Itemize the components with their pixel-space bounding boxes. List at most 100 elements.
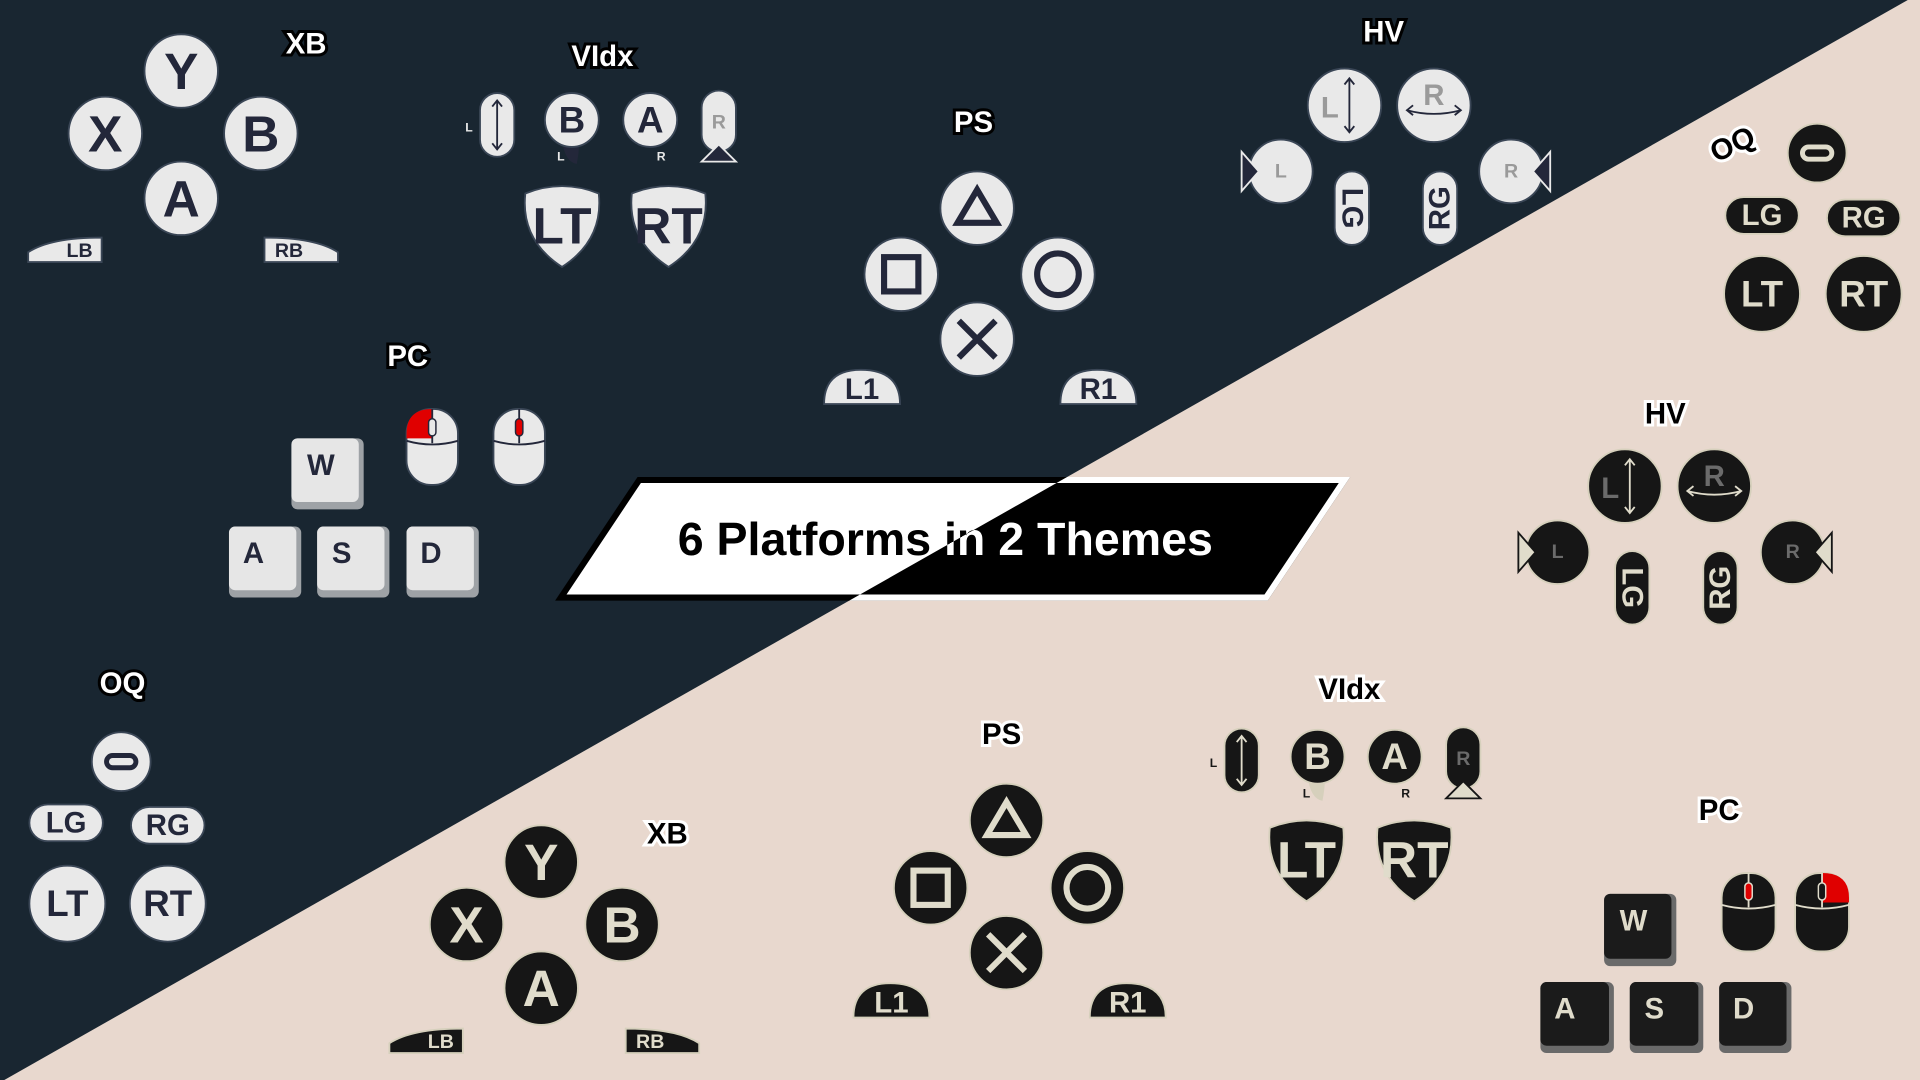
vertical-arrow-icon — [1343, 76, 1356, 134]
hv-right-stick-horizontal: R — [1676, 448, 1752, 524]
hv-group-light: HV L R L R LG RG — [1517, 394, 1833, 626]
svg-text:LB: LB — [428, 1031, 454, 1053]
key-s: S — [317, 526, 390, 598]
svg-text:B: B — [559, 100, 586, 141]
ps-circle-button — [1020, 236, 1096, 312]
svg-text:LB: LB — [67, 240, 93, 262]
ps-triangle-button — [968, 782, 1045, 859]
svg-text:L: L — [1552, 541, 1564, 563]
svg-text:D: D — [1733, 992, 1754, 1025]
mouse-middle-click-icon — [492, 408, 546, 486]
platform-label: HV — [1645, 397, 1686, 430]
svg-text:RB: RB — [275, 240, 303, 262]
svg-text:R: R — [1456, 748, 1470, 770]
hv-right-grip-button: R — [1759, 519, 1833, 585]
vertical-arrow-icon — [1624, 457, 1636, 515]
xb-y-button: Y — [503, 824, 579, 900]
svg-text:R: R — [1704, 460, 1725, 493]
vidx-lt-trigger: LT — [1268, 819, 1345, 903]
xb-x-button: X — [428, 886, 505, 963]
vidx-group-dark: VIdx L BL AR R LT RT — [465, 37, 739, 268]
svg-text:B: B — [1304, 736, 1331, 777]
svg-text:R: R — [1786, 541, 1800, 563]
oq-lt-trigger: LT — [1723, 255, 1801, 333]
vidx-a-button: AR — [1366, 728, 1423, 800]
title-banner: 6 Platforms in 2 Themes — [555, 476, 1351, 601]
svg-text:X: X — [88, 104, 122, 162]
svg-text:R1: R1 — [1109, 986, 1147, 1019]
hv-left-grip-button: L — [1517, 519, 1591, 585]
svg-text:W: W — [307, 449, 335, 482]
svg-text:RT: RT — [634, 196, 703, 254]
svg-text:S: S — [1644, 992, 1664, 1025]
ps-square-button — [892, 850, 969, 926]
svg-text:L: L — [1210, 756, 1218, 770]
vidx-right-trackpad: R — [1443, 726, 1483, 800]
key-s: S — [1629, 982, 1704, 1054]
vidx-right-trackpad: R — [699, 89, 739, 163]
xb-rb-bumper: RB — [263, 236, 339, 263]
platform-label: OQ — [100, 667, 146, 700]
svg-text:R1: R1 — [1080, 373, 1118, 406]
platform-label: PS — [954, 106, 993, 139]
cross-icon — [956, 318, 998, 360]
triangle-icon — [981, 796, 1032, 839]
ps-triangle-button — [939, 170, 1015, 246]
arrow-right-icon — [1531, 149, 1552, 194]
svg-text:R: R — [657, 150, 666, 164]
svg-text:L: L — [465, 120, 473, 134]
svg-text:LG: LG — [1742, 199, 1783, 232]
svg-text:RG: RG — [1704, 566, 1737, 610]
oq-lg-button: LG — [1724, 196, 1800, 235]
svg-text:RG: RG — [146, 809, 190, 842]
hv-right-grip-button: R — [1478, 138, 1552, 205]
svg-text:R: R — [712, 111, 726, 133]
xb-x-button: X — [67, 95, 143, 172]
xb-b-button: B — [223, 95, 299, 172]
xb-a-button: A — [143, 160, 219, 237]
hv-rg-button: RG — [1702, 550, 1739, 626]
cross-icon — [985, 932, 1028, 974]
svg-text:RB: RB — [636, 1031, 664, 1053]
svg-text:B: B — [603, 895, 640, 953]
platform-label: PC — [1699, 794, 1740, 827]
key-w: W — [1604, 893, 1677, 967]
vidx-a-button: AR — [622, 92, 679, 164]
vidx-left-stick: L — [465, 92, 516, 158]
svg-text:L: L — [1601, 472, 1619, 505]
key-d: D — [1719, 982, 1792, 1054]
svg-text:W: W — [1620, 904, 1648, 937]
ps-r1-bumper: R1 — [1088, 982, 1167, 1019]
vidx-b-button: BL — [543, 92, 600, 165]
svg-text:L1: L1 — [845, 373, 879, 406]
key-a: A — [1540, 982, 1614, 1054]
ps-l1-bumper: L1 — [823, 368, 901, 406]
svg-text:L1: L1 — [874, 986, 908, 1019]
triangle-icon — [952, 183, 1003, 226]
svg-text:LG: LG — [1616, 567, 1649, 608]
svg-text:A: A — [637, 100, 664, 141]
svg-text:L: L — [1303, 786, 1311, 800]
oq-oculus-button — [1786, 122, 1848, 184]
ps-l1-bumper: L1 — [852, 982, 931, 1019]
mouse-middle-click-icon — [1720, 872, 1777, 953]
svg-text:A: A — [523, 959, 560, 1017]
svg-text:Y: Y — [524, 833, 558, 891]
key-a: A — [228, 526, 302, 598]
oq-lt-trigger: LT — [28, 864, 107, 943]
platform-label: XB — [647, 817, 688, 850]
vidx-b-button: BL — [1289, 728, 1346, 801]
xb-group-dark: XB Y X B A LB RB — [27, 25, 339, 263]
platform-label: HV — [1363, 15, 1404, 48]
platform-label: VIdx — [571, 40, 634, 73]
svg-text:LT: LT — [46, 883, 89, 924]
svg-text:RG: RG — [1842, 201, 1886, 234]
svg-text:A: A — [163, 169, 200, 227]
svg-text:LT: LT — [533, 196, 592, 254]
svg-text:RT: RT — [1839, 273, 1889, 314]
circle-icon — [1034, 250, 1082, 299]
oq-rt-trigger: RT — [128, 864, 207, 943]
svg-text:RT: RT — [1380, 831, 1449, 889]
svg-text:RG: RG — [1424, 186, 1457, 230]
